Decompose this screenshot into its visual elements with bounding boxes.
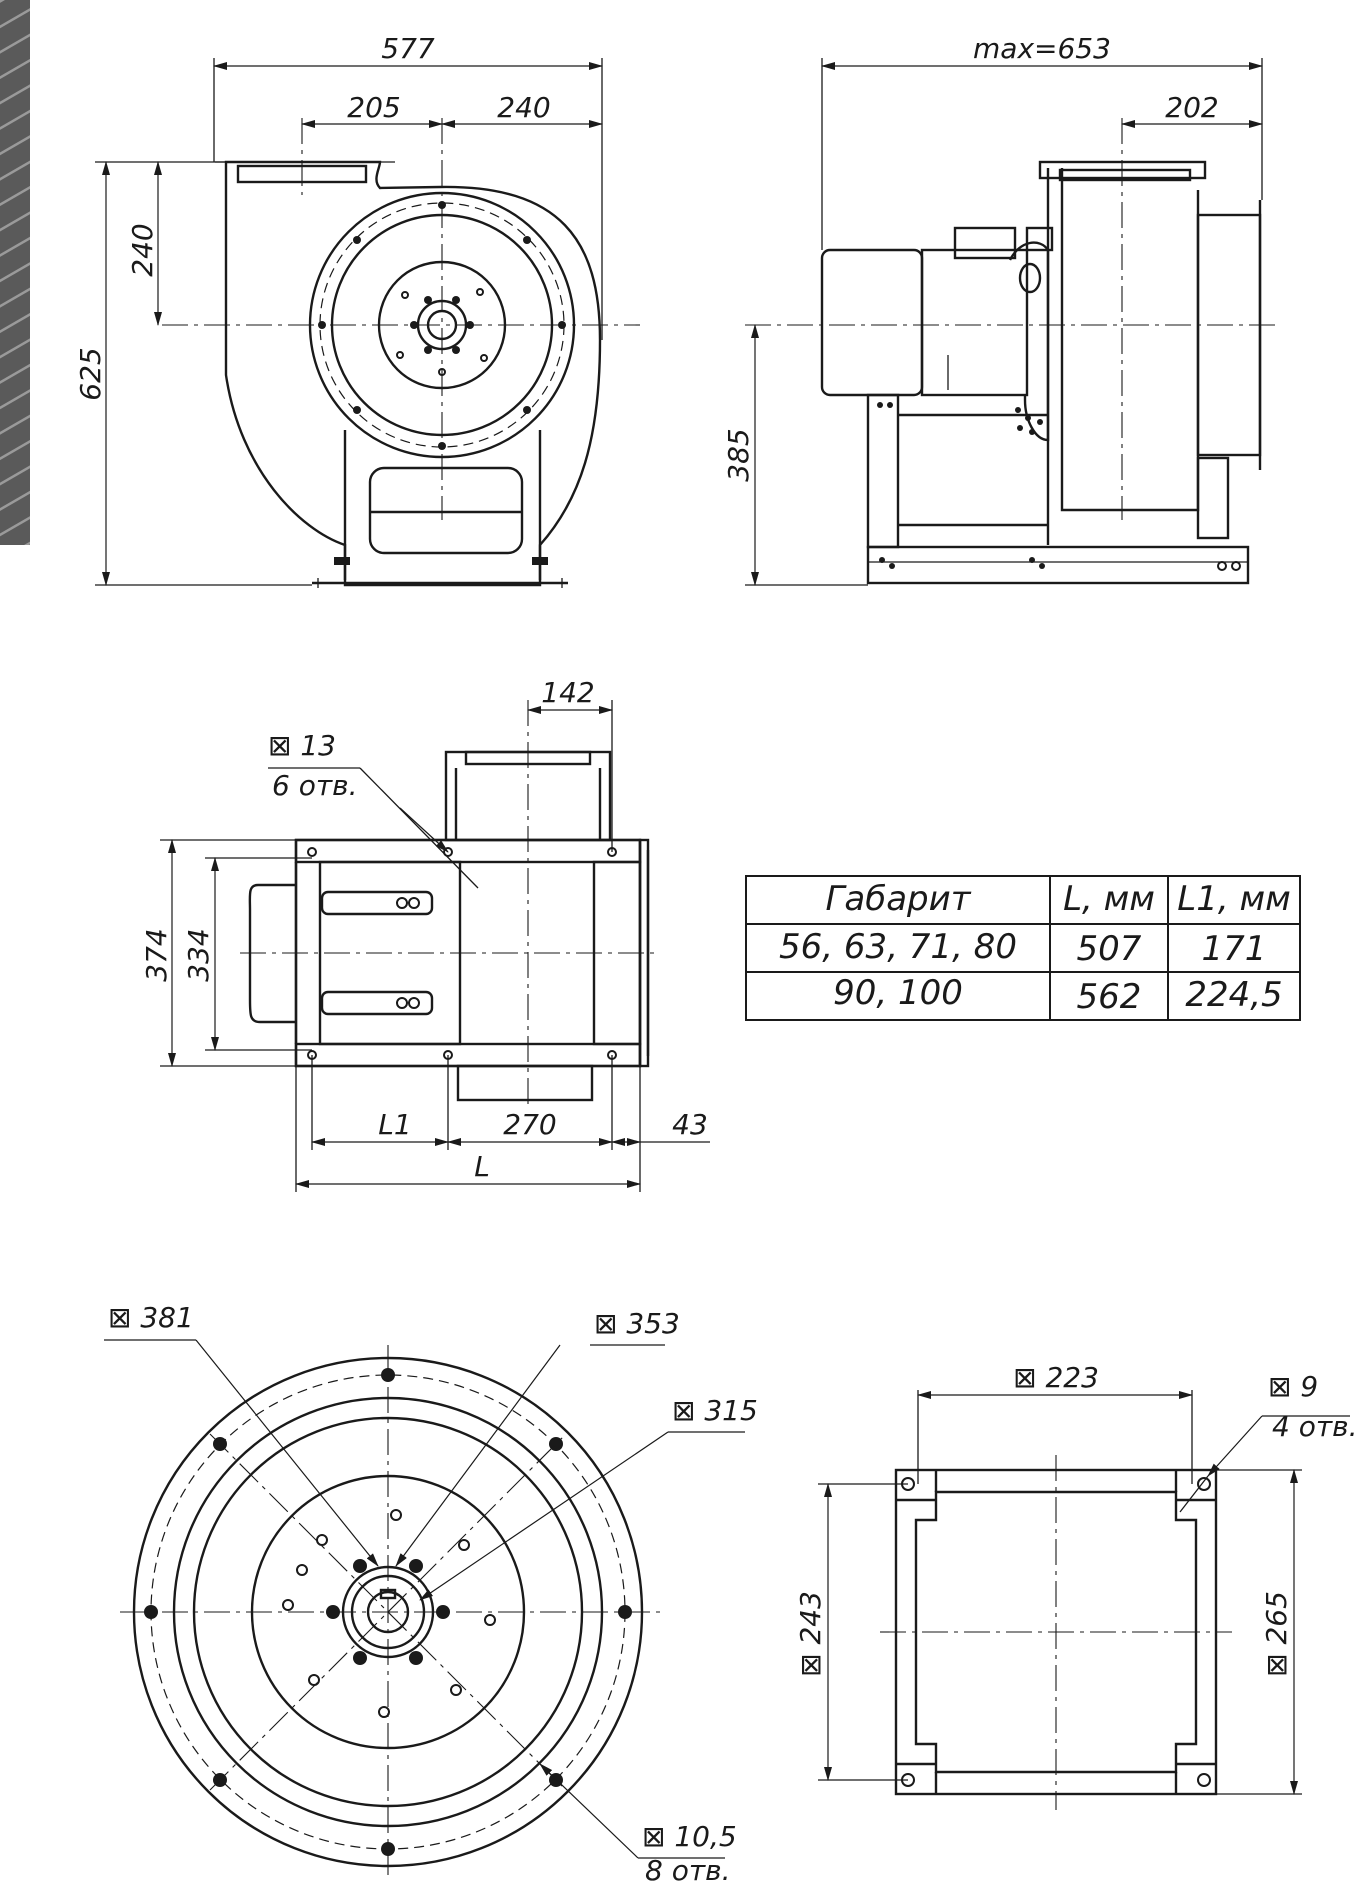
front-view: 577 205 240 240 625 xyxy=(74,32,640,588)
dim-l1: L1 xyxy=(378,1108,411,1141)
table-cell: 562 xyxy=(1077,977,1142,1017)
inlet-flange-view: ⊠ 381 ⊠ 353 ⊠ 315 ⊠ 10,5 8 отв. xyxy=(104,1301,758,1882)
dim-to-shaft: 240 xyxy=(497,91,550,124)
dim-height-total: 625 xyxy=(74,347,107,400)
hatched-margin-bar xyxy=(0,0,30,545)
outlet-height-inner: ⊠ 243 xyxy=(794,1591,827,1677)
dim-length: L xyxy=(474,1150,490,1183)
inlet-flange-holes xyxy=(144,1368,632,1856)
table-cell: 171 xyxy=(1202,929,1267,969)
top-holes-count: 6 отв. xyxy=(272,769,358,802)
dim-outlet-width: 142 xyxy=(541,676,594,709)
outlet-holes-count: 4 отв. xyxy=(1272,1410,1358,1443)
top-holes-diameter: ⊠ 13 xyxy=(268,729,336,762)
outlet-holes-diameter: ⊠ 9 xyxy=(1268,1370,1318,1403)
table-cell: 507 xyxy=(1077,929,1142,969)
top-view: 142 374 334 L1 270 43 L ⊠ 13 6 отв. xyxy=(140,676,710,1192)
table-cell: 90, 100 xyxy=(833,973,963,1013)
side-frame-holes xyxy=(877,402,1241,571)
table-header-l1: L1, мм xyxy=(1177,879,1291,919)
outlet-width: ⊠ 223 xyxy=(1013,1361,1099,1394)
dim-frame-outer: 374 xyxy=(140,928,173,981)
inlet-holes-diameter: ⊠ 10,5 xyxy=(642,1820,737,1853)
inlet-d2: ⊠ 353 xyxy=(594,1307,680,1340)
dim-overhang: 43 xyxy=(672,1108,708,1141)
dim-inlet-offset: 205 xyxy=(347,91,400,124)
dim-width-total: 577 xyxy=(381,32,435,65)
side-view: max=653 202 385 xyxy=(722,32,1275,586)
inlet-holes-count: 8 отв. xyxy=(645,1854,731,1882)
dim-frame-inner: 334 xyxy=(182,928,215,981)
table-header-l: L, мм xyxy=(1063,879,1155,919)
inlet-d1: ⊠ 381 xyxy=(108,1301,194,1334)
table-cell: 224,5 xyxy=(1185,975,1282,1015)
dim-length-max: max=653 xyxy=(973,32,1111,65)
outlet-flange-view: ⊠ 223 ⊠ 243 ⊠ 265 ⊠ 9 4 отв. xyxy=(794,1361,1358,1810)
dim-inlet-height: 240 xyxy=(126,223,159,276)
dim-outlet-offset: 202 xyxy=(1165,91,1218,124)
table-cell: 56, 63, 71, 80 xyxy=(779,927,1017,967)
table-header-size: Габарит xyxy=(825,879,971,919)
dim-shaft-height: 385 xyxy=(722,428,755,481)
size-table: Габарит L, мм L1, мм 56, 63, 71, 80 507 … xyxy=(745,875,1301,1021)
inlet-d3: ⊠ 315 xyxy=(672,1394,758,1427)
outlet-height-outer: ⊠ 265 xyxy=(1260,1591,1293,1677)
dim-center-span: 270 xyxy=(503,1108,556,1141)
